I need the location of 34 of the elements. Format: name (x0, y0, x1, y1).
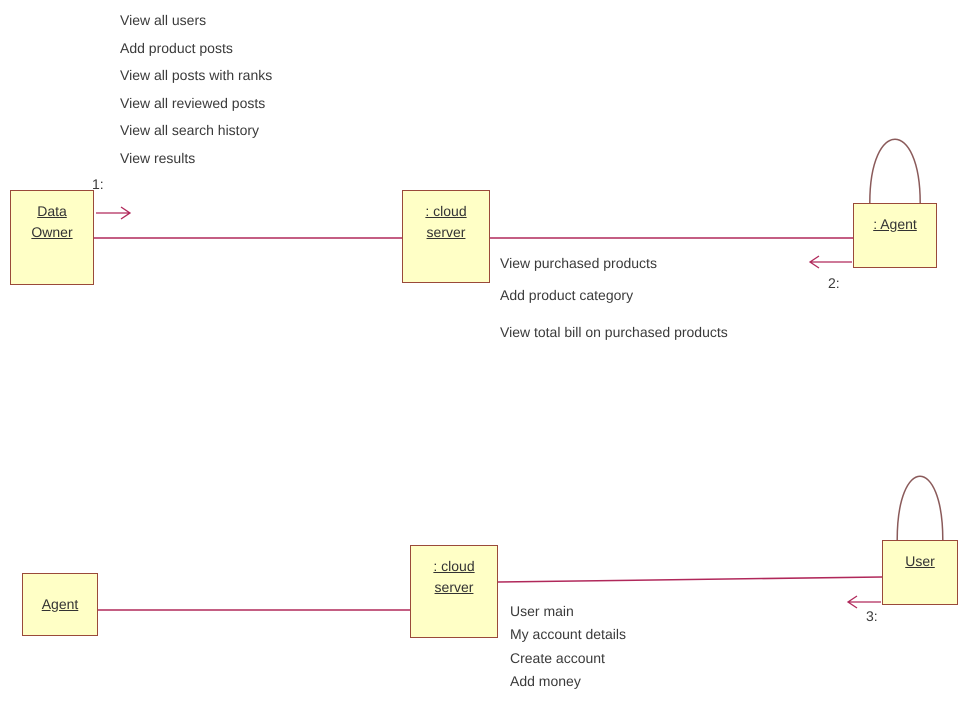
object-box (853, 203, 937, 268)
object-box (882, 540, 958, 605)
message-label: Create account (510, 650, 605, 666)
self-link (869, 138, 921, 204)
message-label: View results (120, 150, 196, 166)
object-name: : Agent (873, 215, 917, 234)
self-link (896, 476, 944, 540)
message-label: Add money (510, 673, 581, 689)
link-line (490, 237, 853, 239)
message-label: View total bill on purchased products (500, 323, 729, 342)
link-line (498, 576, 882, 583)
message-label: Add product posts (120, 40, 233, 56)
object-name: User (905, 552, 935, 571)
message-label: My account details (510, 626, 626, 642)
object-box (10, 190, 94, 285)
object-box (22, 573, 98, 636)
message-label: View all users (120, 12, 206, 28)
message-label: 2: (828, 275, 840, 291)
message-label: View all posts with ranks (120, 67, 272, 83)
object-name: Data Owner (30, 202, 74, 242)
message-label: 3: (866, 608, 878, 624)
message-label: Add product category (500, 287, 634, 303)
link-line (94, 237, 402, 239)
object-box (402, 190, 490, 283)
object-name: : cloud server (424, 202, 468, 242)
message-label: View purchased products (500, 255, 657, 271)
message-label: View all search history (120, 122, 260, 138)
object-name: Agent (42, 595, 78, 614)
object-box (410, 545, 498, 638)
message-label: 1: (92, 176, 104, 192)
object-name: : cloud server (432, 557, 476, 597)
message-label: View all reviewed posts (120, 95, 266, 111)
message-label: User main (510, 603, 574, 619)
link-line (98, 609, 410, 611)
